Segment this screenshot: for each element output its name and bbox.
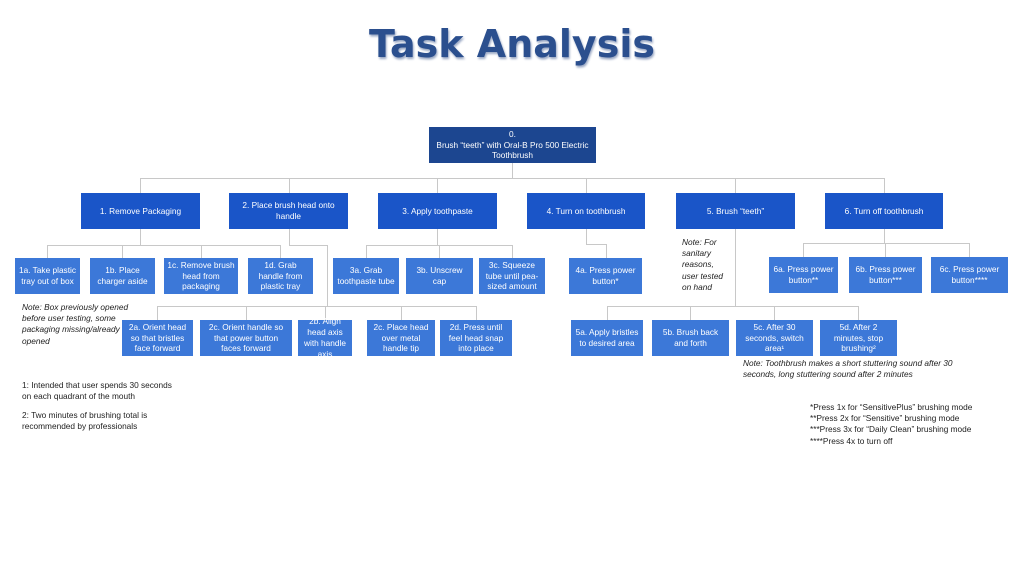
root-label: Brush “teeth” with Oral-B Pro 500 Electr…: [436, 139, 589, 161]
subtask-3c: 3c. Squeeze tube until pea-sized amount: [479, 258, 545, 294]
note-sound: Note: Toothbrush makes a short stutterin…: [743, 358, 953, 380]
root-task-box: 0. Brush “teeth” with Oral-B Pro 500 Ele…: [429, 127, 596, 163]
mode-legend: *Press 1x for “SensitivePlus” brushing m…: [810, 402, 1010, 447]
mode-note-4: ****Press 4x to turn off: [810, 435, 893, 446]
note-box-opened: Note: Box previously opened before user …: [22, 302, 129, 346]
subtask-2a: 2a. Orient head so that bristles face fo…: [122, 320, 193, 356]
subtask-5b: 5b. Brush back and forth: [652, 320, 729, 356]
task-box-6: 6. Turn off toothbrush: [825, 193, 943, 229]
subtask-5c: 5c. After 30 seconds, switch area¹: [736, 320, 813, 356]
root-number: 0.: [509, 128, 516, 139]
subtask-2c-place: 2c. Place head over metal handle tip: [367, 320, 435, 356]
subtask-3b: 3b. Unscrew cap: [406, 258, 473, 294]
note-sanitary: Note: For sanitary reasons, user tested …: [682, 237, 724, 292]
subtask-5d: 5d. After 2 minutes, stop brushing²: [820, 320, 897, 356]
subtask-1a: 1a. Take plastic tray out of box: [15, 258, 80, 294]
subtask-2d: 2d. Press until feel head snap into plac…: [440, 320, 512, 356]
mode-note-2: **Press 2x for “Sensitive” brushing mode: [810, 413, 960, 424]
page-title: Task Analysis: [369, 22, 655, 66]
task-box-1: 1. Remove Packaging: [81, 193, 200, 229]
subtask-6c: 6c. Press power button****: [931, 257, 1008, 293]
subtask-6a: 6a. Press power button**: [769, 257, 838, 293]
subtask-2c-orient: 2c. Orient handle so that power button f…: [200, 320, 292, 356]
subtask-6b: 6b. Press power button***: [849, 257, 922, 293]
task-box-4: 4. Turn on toothbrush: [527, 193, 645, 229]
footnote-2: 2: Two minutes of brushing total is reco…: [22, 410, 148, 432]
task-box-2: 2. Place brush head onto handle: [229, 193, 348, 229]
mode-note-1: *Press 1x for “SensitivePlus” brushing m…: [810, 402, 973, 412]
subtask-1b: 1b. Place charger aside: [90, 258, 155, 294]
subtask-2b: 2b. Align head axis with handle axis: [298, 316, 352, 359]
task-box-5: 5. Brush “teeth”: [676, 193, 795, 229]
subtask-1c: 1c. Remove brush head from packaging: [164, 258, 238, 294]
subtask-4a: 4a. Press power button*: [569, 258, 642, 294]
footnote-1: 1: Intended that user spends 30 seconds …: [22, 380, 172, 402]
subtask-1d: 1d. Grab handle from plastic tray: [248, 258, 313, 294]
subtask-3a: 3a. Grab toothpaste tube: [333, 258, 399, 294]
subtask-5a: 5a. Apply bristles to desired area: [571, 320, 643, 356]
task-box-3: 3. Apply toothpaste: [378, 193, 497, 229]
mode-note-3: ***Press 3x for “Daily Clean” brushing m…: [810, 424, 972, 435]
